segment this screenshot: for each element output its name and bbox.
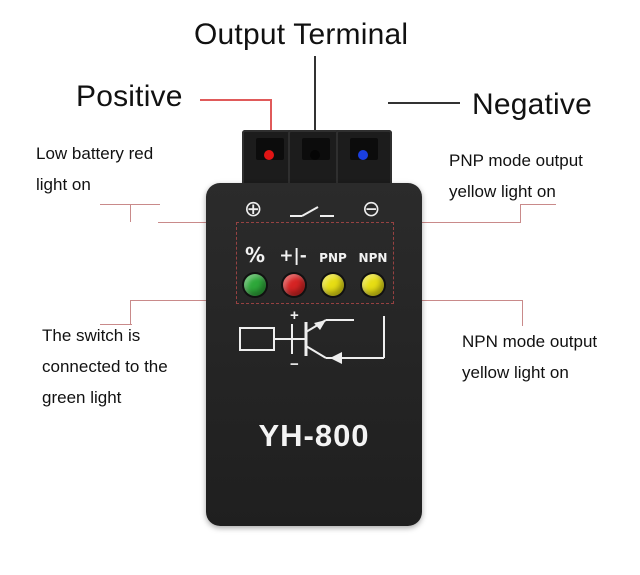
npn-line-2: yellow light on: [462, 363, 569, 382]
led-highlight-box: [236, 222, 394, 304]
switch-line-2: connected to the: [42, 357, 168, 376]
yellow-npn-led: [362, 274, 384, 296]
npn-callout-2: [522, 300, 523, 326]
yellow-pnp-led: [322, 274, 344, 296]
output-callout-line: [314, 56, 316, 148]
switch-label: The switch is connected to the green lig…: [42, 320, 168, 413]
plus-circle-icon: ⊕: [244, 197, 263, 222]
switch-callout-3: [100, 324, 132, 325]
pnp-callout-3: [520, 204, 556, 205]
negative-label: Negative: [472, 88, 593, 121]
pnp-callout-1: [420, 222, 520, 223]
output-terminal-label: Output Terminal: [194, 18, 409, 51]
switch-callout-2: [130, 300, 131, 324]
output-pin-icon: [310, 150, 320, 160]
red-battery-led: [283, 274, 305, 296]
switch-callout-1: [130, 300, 236, 301]
negative-callout-line: [388, 102, 460, 104]
low-battery-callout-3: [130, 204, 131, 222]
npn-line-1: NPN mode output: [462, 332, 598, 351]
npn-label: NPN: [358, 251, 388, 265]
positive-callout-line: [200, 99, 272, 101]
schematic-minus-sign: −: [290, 356, 299, 373]
switch-line-3: green light: [42, 388, 122, 407]
switch-line-1: The switch is: [42, 326, 141, 345]
battery-label: +|-: [279, 246, 307, 266]
percent-label: %: [244, 243, 266, 267]
negative-pin-icon: [358, 150, 368, 160]
pnp-mode-label: PNP mode output yellow light on: [449, 145, 583, 207]
output-terminal: [288, 130, 344, 186]
low-battery-line-1: Low battery red: [36, 144, 154, 163]
terminal-hole: [302, 138, 330, 160]
pnp-callout-2: [520, 204, 521, 223]
minus-circle-icon: ⊖: [362, 197, 381, 222]
pnp-line-1: PNP mode output: [449, 151, 583, 170]
pnp-line-2: yellow light on: [449, 182, 556, 201]
device-body: [206, 183, 422, 526]
terminal-hole: [256, 138, 284, 160]
model-name: YH-800: [258, 418, 370, 453]
low-battery-label: Low battery red light on: [36, 138, 153, 200]
npn-callout-1: [392, 300, 522, 301]
positive-callout-drop: [270, 99, 272, 135]
negative-terminal: [336, 130, 392, 186]
schematic-plus-sign: +: [290, 307, 299, 324]
pnp-label: PNP: [319, 251, 347, 265]
positive-label: Positive: [76, 80, 183, 113]
npn-mode-label: NPN mode output yellow light on: [462, 326, 597, 388]
low-battery-line-2: light on: [36, 175, 91, 194]
terminal-hole: [350, 138, 378, 160]
green-switch-led: [244, 274, 266, 296]
positive-pin-icon: [264, 150, 274, 160]
switch-symbol-icon: [290, 206, 334, 217]
transistor-schematic-icon: [239, 316, 385, 364]
